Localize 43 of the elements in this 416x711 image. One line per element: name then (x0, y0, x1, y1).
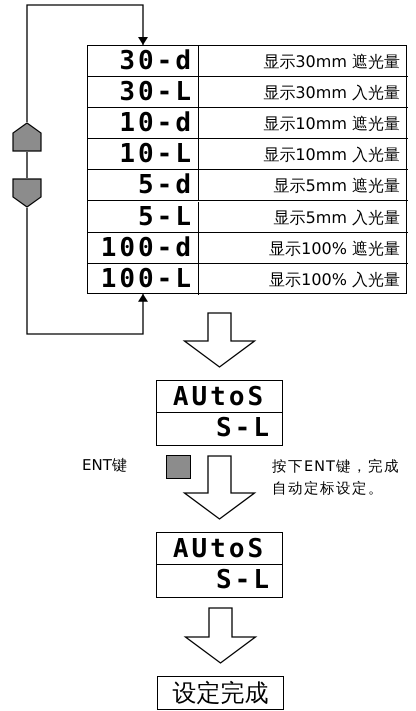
key-button (12, 178, 42, 208)
row-description: 显示10mm 入光量 (263, 144, 400, 166)
key-label: ENT键 (82, 456, 127, 475)
row-description: 显示10mm 遮光量 (263, 113, 400, 136)
row-description: 显示100% 遮光量 (269, 238, 400, 260)
result-box (157, 676, 284, 710)
table-row (88, 77, 408, 108)
table-row (88, 232, 408, 264)
row-description: 显示30mm 遮光量 (263, 51, 400, 73)
table-row (88, 108, 408, 140)
table-row (88, 202, 408, 233)
segment-code: AUtoS (157, 381, 282, 413)
segment-code: 10-L (88, 139, 199, 170)
arrow (26, 4, 148, 122)
lcd-display (156, 532, 283, 598)
key-button (12, 122, 42, 152)
block-arrow (184, 607, 258, 664)
segment-code: 100-L (88, 264, 199, 295)
row-description: 显示5mm 遮光量 (274, 175, 400, 198)
result-text: 设定完成 (172, 678, 270, 709)
row-description: 显示5mm 入光量 (274, 206, 400, 228)
row-description: 显示30mm 入光量 (263, 82, 400, 104)
connector-line (26, 152, 28, 178)
row-description: 显示100% 入光量 (269, 268, 400, 291)
segment-code: 30-L (88, 77, 199, 108)
segment-code: AUtoS (157, 533, 282, 565)
segment-code: 5-L (88, 202, 199, 232)
segment-code: 100-d (88, 232, 199, 263)
block-arrow (182, 312, 256, 368)
lcd-display (156, 380, 283, 446)
table-row (88, 170, 408, 202)
block-arrow (182, 455, 256, 520)
display-table (87, 45, 407, 294)
segment-code: 5-d (88, 170, 199, 200)
segment-code: 30-d (88, 46, 199, 76)
segment-code: S-L (216, 565, 272, 596)
table-row (88, 46, 408, 78)
arrow (26, 208, 148, 335)
segment-code: 10-d (88, 108, 199, 138)
segment-code: S-L (216, 413, 272, 444)
table-row (88, 139, 408, 170)
note-text: 按下ENT键，完成自动定标设定。 (272, 458, 401, 499)
key-button (166, 455, 191, 479)
